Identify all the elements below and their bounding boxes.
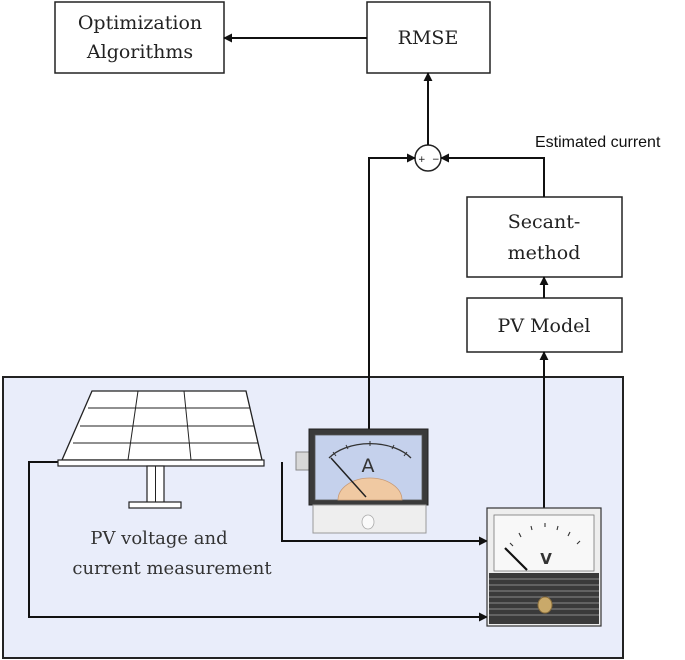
secant-label-line2: method — [508, 242, 581, 264]
voltmeter-letter: V — [540, 550, 552, 568]
estimated-current-label: Estimated current — [535, 134, 661, 151]
optimization-label-line2: Algorithms — [86, 41, 193, 63]
pv-model-block: PV Model — [466, 297, 623, 353]
measurement-caption-line1: PV voltage and — [90, 528, 227, 549]
ammeter-letter: A — [362, 455, 375, 477]
rmse-block: RMSE — [366, 1, 491, 74]
ammeter-icon: A — [295, 428, 429, 534]
plus-sign: + — [418, 155, 426, 165]
arrow-measured-current-to-sum — [368, 153, 416, 430]
solar-panel-icon — [57, 390, 265, 509]
arrow-estimated-current-to-sum — [440, 153, 545, 197]
pv-model-label: PV Model — [498, 315, 591, 337]
optimization-label-line1: Optimization — [78, 12, 202, 34]
rmse-label: RMSE — [398, 27, 459, 49]
voltmeter-icon: V — [486, 507, 602, 627]
summing-junction: + − — [414, 144, 442, 172]
measurement-caption-line2: current measurement — [72, 558, 272, 579]
secant-label-line1: Secant- — [508, 211, 581, 233]
wire-panel-to-voltmeter-bottom — [28, 461, 488, 622]
secant-method-block: Secant- method — [466, 196, 623, 278]
minus-sign: − — [432, 155, 440, 165]
optimization-algorithms-block: Optimization Algorithms — [54, 1, 225, 74]
wire-panel-to-voltmeter-top — [281, 462, 488, 546]
